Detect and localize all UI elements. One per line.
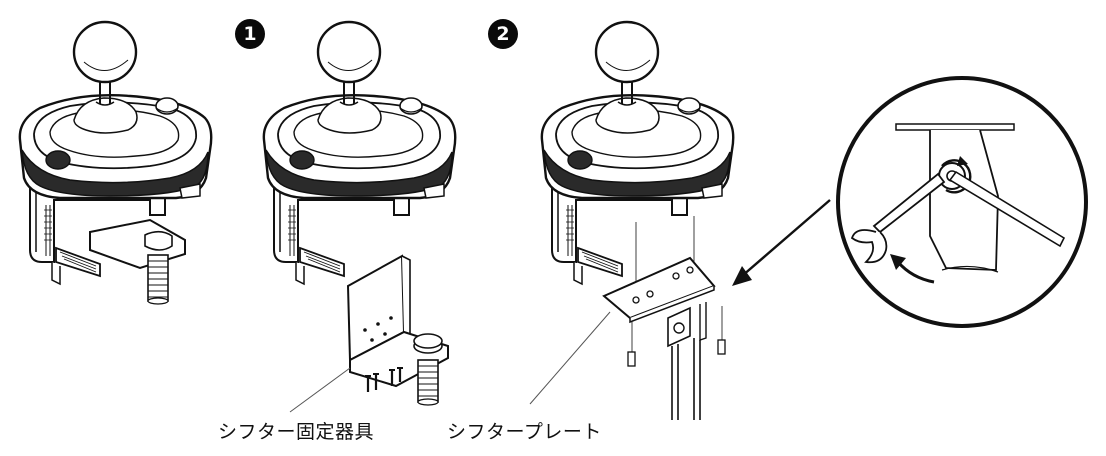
shifter-with-clamp [18,20,213,305]
step-2-shifter [540,20,735,286]
plate-leader-line [529,311,611,405]
shifter-plate-label: シフタープレート [447,421,602,443]
clamp-leader-line [289,367,351,413]
detail-pointer-arrow [732,199,831,286]
shifter-plate-part [602,216,726,420]
step-1-badge: 1 [235,19,265,49]
detail-zoom-circle [836,76,1088,328]
shifter-clamp-label: シフター固定器具 [218,421,375,443]
step-1-shifter [262,20,457,286]
step-2-badge: 2 [488,19,518,49]
shifter-clamp-part [346,254,449,406]
